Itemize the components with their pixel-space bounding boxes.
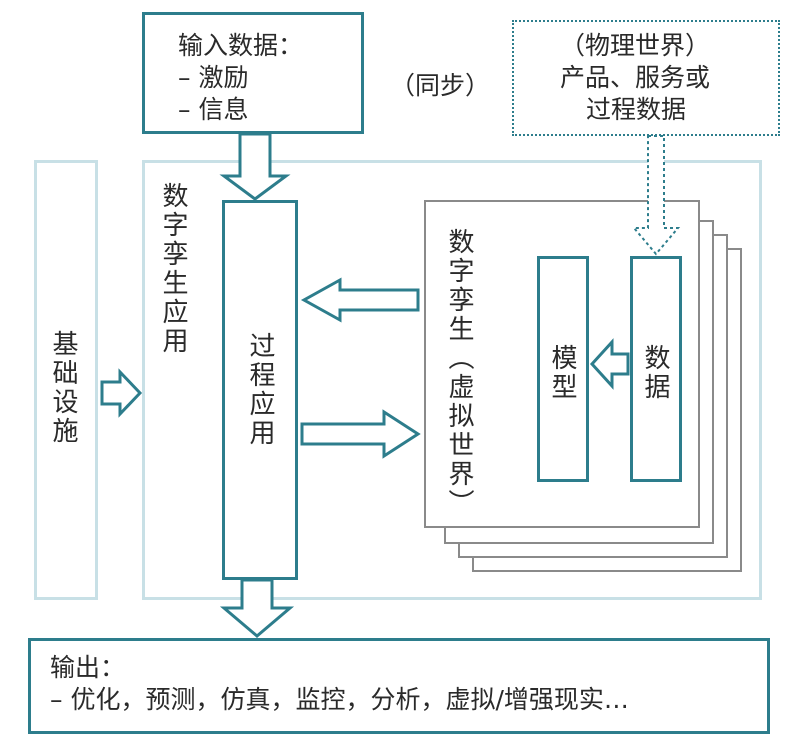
arrow-output-down [219,578,295,638]
arrow-data-to-model [589,338,630,390]
physical-world-line3: 过程数据 [586,95,687,124]
model-box [537,256,589,482]
digital-twin-label: 数字孪生（虚拟世界） [444,228,474,518]
arrow-twin-to-process [300,277,420,323]
arrow-infrastructure-right [100,368,143,418]
input-data-title: 输入数据： [178,31,304,60]
infrastructure-label: 基础设施 [48,330,78,446]
output-box [28,638,770,734]
arrow-physical-to-data [631,135,681,256]
input-item-information: – 信息 [178,95,249,124]
process-application-label: 过程应用 [245,332,275,448]
output-items: – 优化，预测，仿真，监控，分析，虚拟/增强现实… [50,685,629,714]
physical-world-line2: 产品、服务或 [560,63,711,92]
output-title: 输出： [50,653,126,682]
arrow-process-to-twin [300,409,421,459]
physical-world-line1: （物理世界） [560,31,711,60]
sync-label: （同步） [390,71,491,100]
physical-world-box [512,20,780,136]
model-label: 模型 [547,344,577,402]
digital-twin-application-frame [142,160,762,600]
input-data-box [142,12,364,134]
data-box [630,256,682,482]
arrow-input-down [219,132,291,201]
infrastructure-bar [34,160,98,600]
input-item-stimulus: – 激励 [178,63,249,92]
digital-twin-application-label: 数字孪生应用 [158,182,188,356]
data-label: 数据 [640,344,670,402]
